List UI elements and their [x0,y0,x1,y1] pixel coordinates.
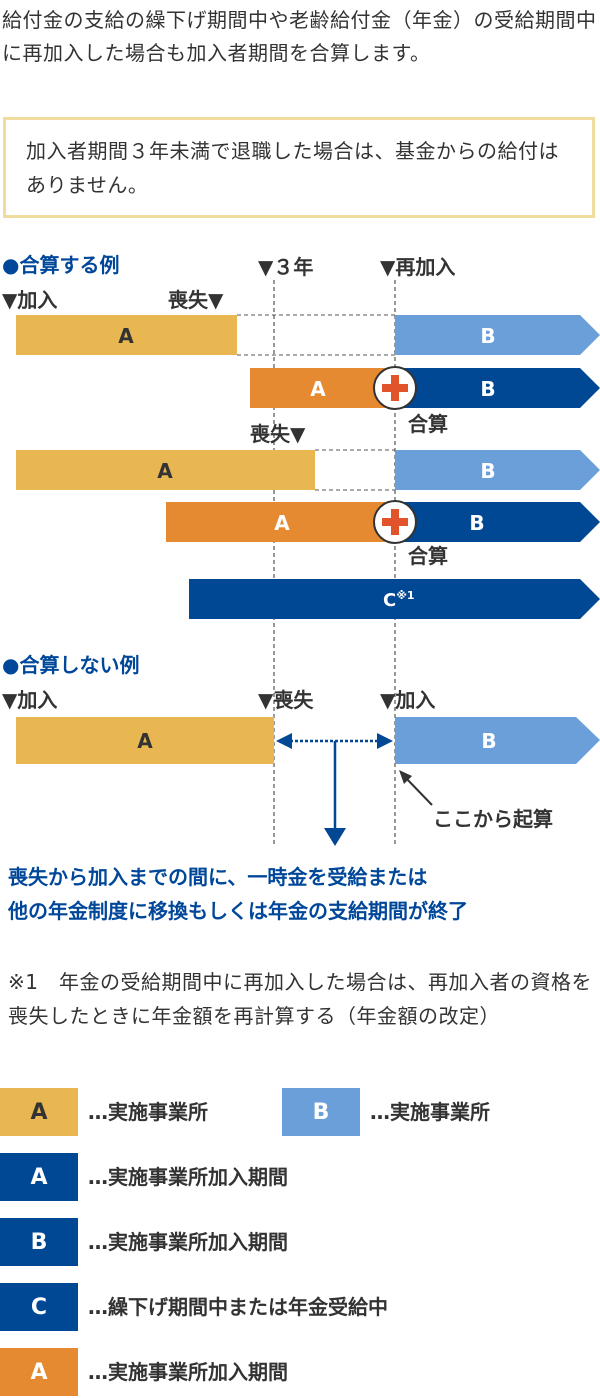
row6-bar-b [395,717,600,764]
legend-swatch-navy-b: B [0,1218,78,1266]
legend-swatch-gold-a: A [0,1088,78,1136]
row2-bar-a-label: A [310,377,326,401]
row3-bar-b [395,450,600,490]
row6-rejoin-label: ▼加入 [380,688,435,712]
row4-bar-b-label: B [469,511,484,535]
down-arrow-icon [324,741,346,846]
row5-bar-c-sup: ※1 [396,589,414,602]
plus-icon [373,500,417,544]
legend-swatch-navy-a: A [0,1153,78,1201]
row3-loss-label: 喪失▼ [250,422,306,446]
legend-desc: …繰下げ期間中または年金受給中 [88,1295,388,1319]
row1-bar-b-label: B [480,324,495,348]
section-title-not-combined: ●合算しない例 [2,653,139,677]
intro-text: 給付金の支給の繰下げ期間中や老齢給付金（年金）の受給期間中に再加入した場合も加入… [2,8,597,65]
row6-bar-b-label: B [481,729,496,753]
legend-desc: …実施事業所加入期間 [88,1360,288,1384]
legend-desc: …実施事業所 [88,1100,208,1124]
row4-bar-b [395,502,600,542]
row3-bar-a [16,450,315,490]
row5-bar-c-label: C※1 [383,589,415,611]
row2-combine-label: 合算 [408,412,448,436]
section-title-combined: ●合算する例 [2,253,119,277]
legend-desc: …実施事業所加入期間 [88,1230,288,1254]
row4-bar-a [166,502,395,542]
legend-desc: …実施事業所 [370,1100,490,1124]
notice-text: 加入者期間３年未満で退職した場合は、基金からの給付はありません。 [26,139,559,197]
pointer-arrow-icon [399,770,433,806]
legend-swatch-lightblue-b: B [282,1088,360,1136]
blue-note-line2: 他の年金制度に移換もしくは年金の支給期間が終了 [7,899,468,923]
row5-bar-c [189,579,600,619]
row4-combine-label: 合算 [408,544,448,568]
count-from-label: ここから起算 [433,807,553,831]
row1-loss-label: 喪失▼ [168,288,224,312]
marker-3years: ▼３年 [258,255,313,279]
row1-bar-b [395,315,600,355]
row6-bar-a [16,717,274,764]
plus-icon [373,366,417,410]
legend-desc: …実施事業所加入期間 [88,1165,288,1189]
row1-bar-a [16,315,237,355]
legend-swatch-orange-a: A [0,1348,78,1396]
blue-note-line1: 喪失から加入までの間に、一時金を受給または [8,865,427,889]
row6-join-label: ▼加入 [2,688,57,712]
marker-rejoin: ▼再加入 [380,255,455,279]
row1-join-label: ▼加入 [2,288,57,312]
enrollment-diagram: ●合算する例 ▼３年 ▼再加入 ▼加入 喪失▼ A B A B 合算 喪失▼ A… [2,253,600,923]
row4-bar-a-label: A [274,511,290,535]
row3-bar-b-label: B [480,459,495,483]
gap-double-arrow [276,733,393,749]
row6-bar-a-label: A [137,729,153,753]
footnote: ※1 年金の受給期間中に再加入した場合は、再加入者の資格を喪失したときに年金額を… [8,970,592,1028]
row3-bar-a-label: A [157,459,173,483]
row2-bar-b [395,368,600,408]
legend-swatch-navy-c: C [0,1283,78,1331]
row5-bar-c-letter: C [383,590,396,611]
row2-bar-b-label: B [480,377,495,401]
row1-bar-a-label: A [118,324,134,348]
legend: A …実施事業所 B …実施事業所 A …実施事業所加入期間 B …実施事業所加… [0,1085,600,1398]
notice-box: 加入者期間３年未満で退職した場合は、基金からの給付はありません。 [3,117,595,218]
row6-loss-label: ▼喪失 [258,688,314,712]
row2-bar-a [250,368,395,408]
